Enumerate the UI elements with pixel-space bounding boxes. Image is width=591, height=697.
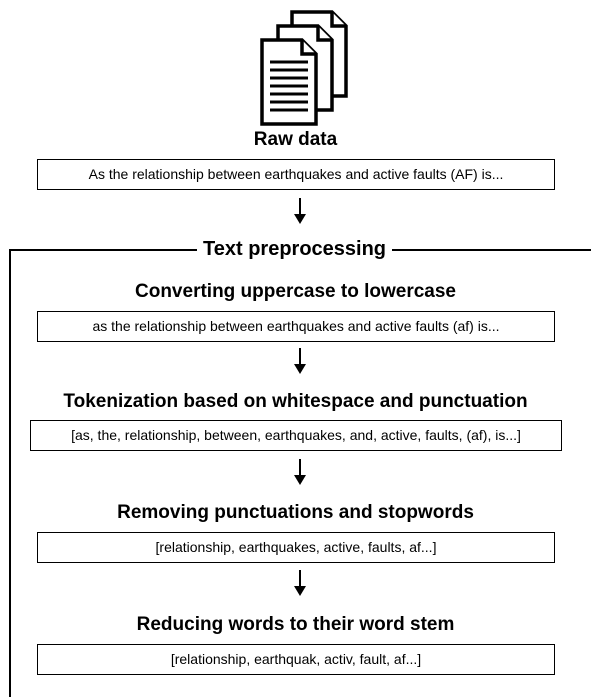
documents-stack-icon: [260, 10, 348, 126]
section-frame-left: [9, 249, 11, 697]
step-box-lowercase: as the relationship between earthquakes …: [37, 311, 555, 342]
arrow-down-icon: [294, 570, 306, 596]
arrow-down-icon: [294, 348, 306, 374]
raw-data-box: As the relationship between earthquakes …: [37, 159, 555, 190]
step-title-stopwords: Removing punctuations and stopwords: [117, 502, 474, 523]
step-title-lowercase: Converting uppercase to lowercase: [135, 281, 456, 302]
step-title-stemming: Reducing words to their word stem: [136, 614, 455, 635]
raw-data-title: Raw data: [253, 129, 338, 150]
step-title-tokenization: Tokenization based on whitespace and pun…: [63, 391, 528, 412]
arrow-down-icon: [294, 459, 306, 485]
section-title: Text preprocessing: [197, 237, 393, 261]
arrow-down-icon: [294, 198, 306, 224]
step-box-stemming: [relationship, earthquak, activ, fault, …: [37, 644, 555, 675]
step-box-stopwords: [relationship, earthquakes, active, faul…: [37, 532, 555, 563]
step-box-tokenization: [as, the, relationship, between, earthqu…: [30, 420, 562, 451]
